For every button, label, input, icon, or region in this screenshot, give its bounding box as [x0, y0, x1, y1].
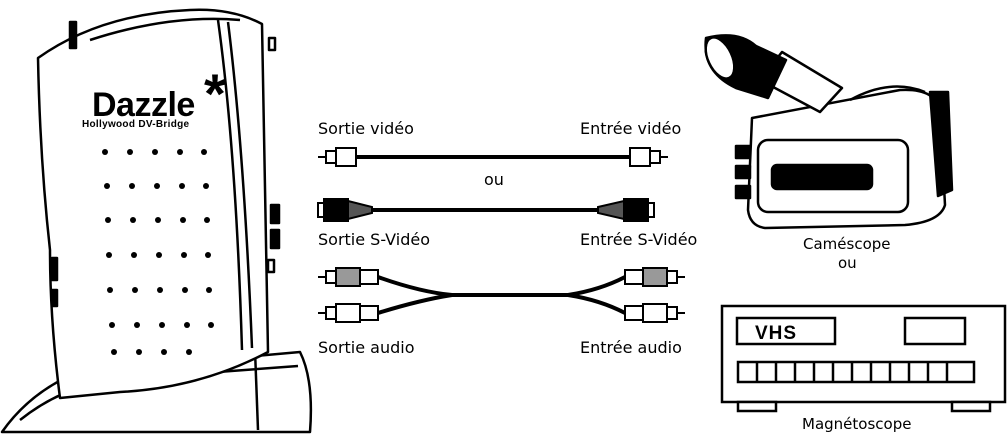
camcorder-label: Caméscope: [803, 235, 891, 253]
brand-name: Dazzle: [92, 86, 195, 124]
camcorder-icon: [704, 34, 954, 230]
brand-star-mark: *: [204, 62, 226, 125]
dazzle-device-icon: [0, 8, 313, 434]
audio-cable-icon: [318, 267, 685, 323]
vcr-icon: [720, 304, 1007, 413]
svideo-out-label: Sortie S-Vidéo: [318, 230, 430, 249]
rca-cable-icon: [318, 147, 668, 167]
video-out-label: Sortie vidéo: [318, 119, 414, 138]
svideo-cable-icon: [317, 198, 655, 222]
speaker-dots: [102, 149, 214, 355]
video-in-label: Entrée vidéo: [580, 119, 682, 138]
or-label-cables: ou: [484, 170, 504, 189]
audio-in-label: Entrée audio: [580, 338, 682, 357]
vcr-label: Magnétoscope: [802, 415, 912, 433]
audio-out-label: Sortie audio: [318, 338, 415, 357]
svideo-in-label: Entrée S-Vidéo: [580, 230, 698, 249]
vcr-display-label: VHS: [755, 323, 798, 344]
model-name: Hollywood DV-Bridge: [82, 119, 190, 130]
or-label-devices: ou: [838, 254, 857, 272]
